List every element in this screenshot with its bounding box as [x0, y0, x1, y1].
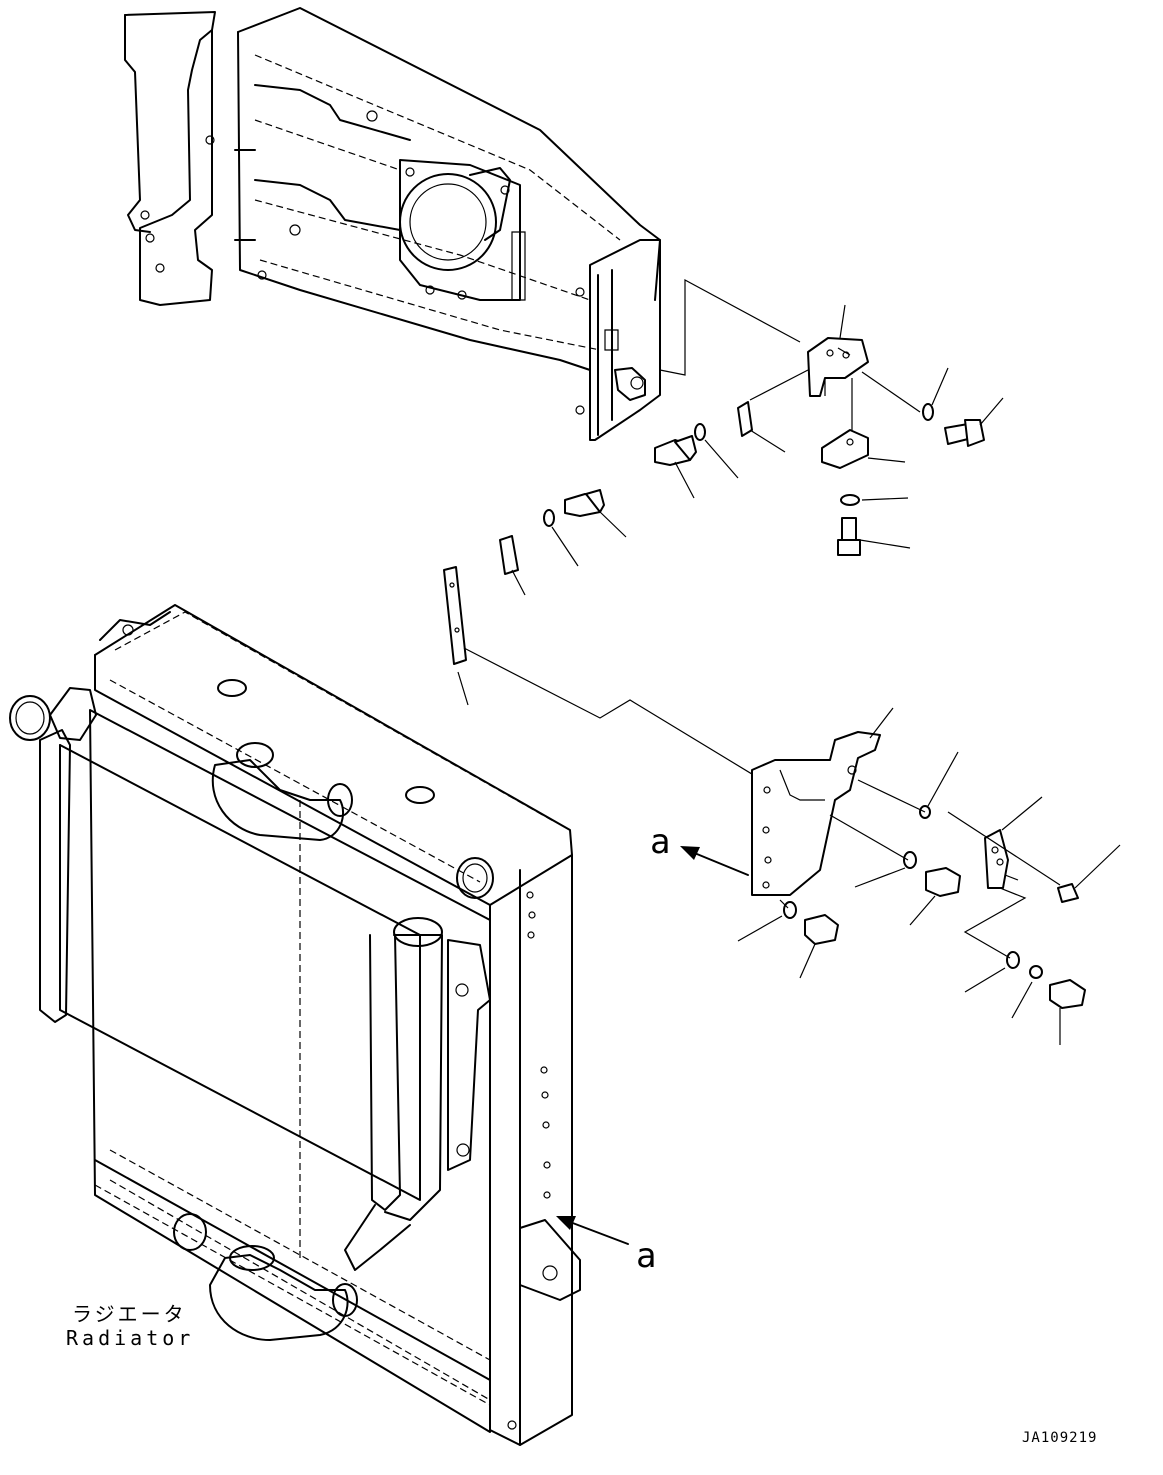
support-frame: [124, 7, 661, 441]
callout-a-top: a: [650, 822, 671, 862]
drawing-code: JA109219: [1022, 1430, 1098, 1446]
radiator-caption-english: Radiator: [66, 1326, 195, 1350]
radiator-assembly: [9, 604, 629, 1446]
callout-a-bottom: a: [636, 1236, 657, 1276]
upper-bracket-hardware: [443, 278, 1004, 786]
lower-bracket-hardware: [680, 707, 1121, 1045]
radiator-caption-japanese: ラジエータ: [72, 1302, 187, 1326]
